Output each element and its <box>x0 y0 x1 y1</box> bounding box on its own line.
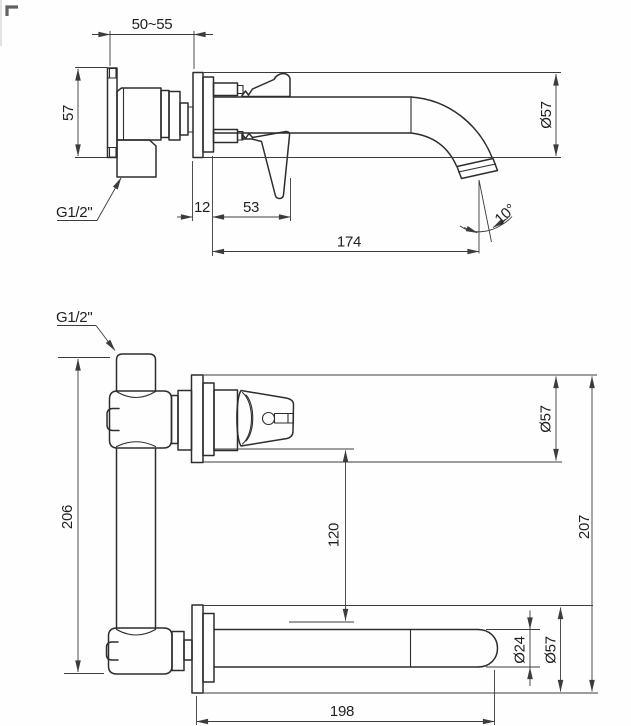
dim-upper-escutcheon-diameter: Ø57 <box>203 374 597 463</box>
dim-spout-reach-label: 174 <box>337 234 361 251</box>
bottom-view: G1/2" <box>56 309 598 725</box>
upper-escutcheon <box>190 374 215 464</box>
dim-body-height-label: 206 <box>59 505 76 529</box>
upper-tee <box>106 389 193 451</box>
thread-label-top: G1/2" <box>56 204 92 221</box>
dim-axis-spacing: 120 <box>214 448 354 623</box>
escutcheon-top-view <box>192 71 215 159</box>
handle-slot <box>273 412 295 424</box>
dim-spout-length: 198 <box>196 670 495 725</box>
spout-side <box>212 72 499 200</box>
dim-spout-reach: 174 <box>212 234 480 255</box>
aerator-cap <box>456 157 499 180</box>
dim-spout-diameter-label: Ø24 <box>512 636 529 663</box>
lower-tee <box>105 627 193 675</box>
dim-handle-length: 53 <box>212 178 291 221</box>
dim-lower-escutcheon-diameter: Ø57 <box>203 605 593 692</box>
dim-axis-spacing-label: 120 <box>326 523 343 547</box>
dim-body-height: 206 <box>58 357 110 674</box>
dim-spout-diameter: Ø24 <box>486 610 540 686</box>
cartridge <box>213 389 239 452</box>
mixer-handle <box>213 389 295 452</box>
dim-spout-angle-label: 10° <box>492 201 520 228</box>
dim-upper-escutcheon-diameter-label: Ø57 <box>538 405 555 432</box>
spout-plan <box>213 628 499 668</box>
dim-overall-height: 207 <box>203 376 598 694</box>
scan-artifact-mark <box>5 5 18 16</box>
dim-handle-length-label: 53 <box>243 199 259 216</box>
dim-lower-escutcheon-diameter-label: Ø57 <box>543 636 560 663</box>
supply-pipe <box>115 353 157 630</box>
dim-depth-range: 50~55 <box>92 16 213 69</box>
handle-button <box>261 411 276 426</box>
thread-label-bottom: G1/2" <box>56 309 92 326</box>
dim-plate-height: 57 <box>60 67 107 158</box>
dim-escutcheon-diameter-top: Ø57 <box>203 72 561 158</box>
wall-plate <box>106 67 118 159</box>
dim-escutcheon-depth-label: 12 <box>194 199 210 216</box>
dim-overall-height-label: 207 <box>576 515 593 539</box>
thread-callout-bottom: G1/2" <box>56 309 116 351</box>
dim-escutcheon-depth: 12 <box>177 156 213 256</box>
valve-body <box>116 87 194 178</box>
dim-escutcheon-diameter-top-label: Ø57 <box>538 101 555 128</box>
dim-spout-angle: 10° <box>459 179 520 254</box>
thread-callout-top: G1/2" <box>56 177 122 221</box>
inlet-block <box>116 139 157 178</box>
dim-plate-height-label: 57 <box>60 105 77 121</box>
dim-depth-range-label: 50~55 <box>132 16 173 33</box>
lever-blade-down <box>241 130 291 200</box>
lower-escutcheon <box>191 604 215 694</box>
dim-spout-length-label: 198 <box>330 703 354 720</box>
top-view: 50~55 57 G1/2" <box>56 16 561 256</box>
lever-blade-up <box>241 72 291 98</box>
